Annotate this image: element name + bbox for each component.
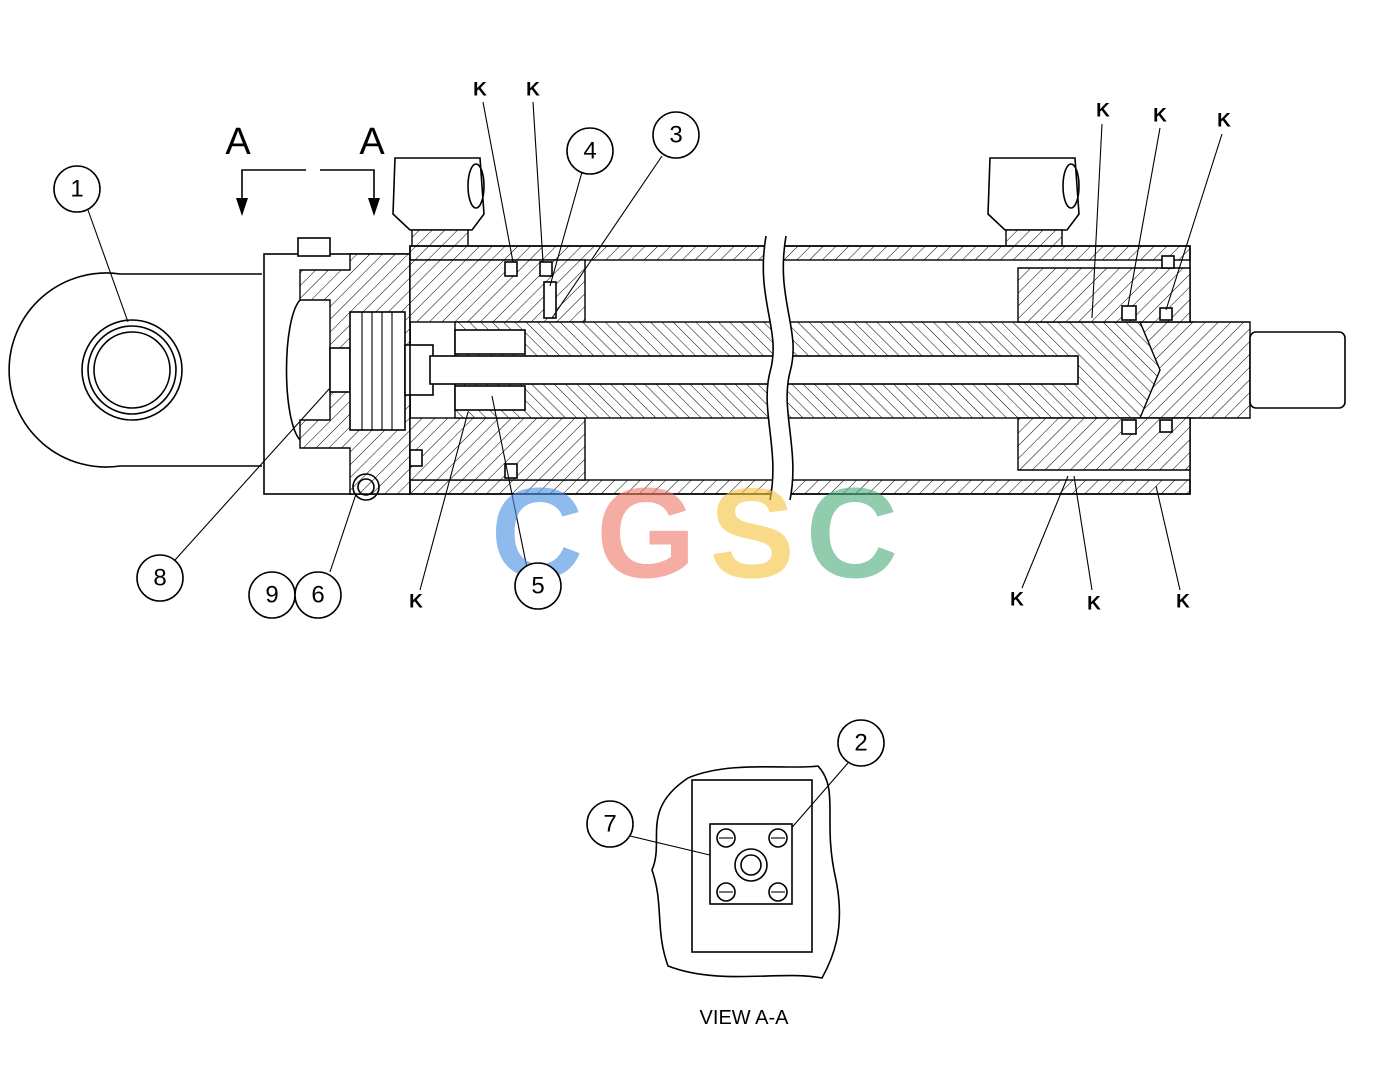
- watermark-letter: S: [709, 463, 794, 606]
- coupler-block: [709, 823, 793, 905]
- break-line-left: [762, 235, 774, 501]
- callout-6: 6: [294, 571, 342, 619]
- svg-text:6: 6: [311, 582, 324, 609]
- callout-9: 9: [248, 571, 296, 619]
- rod-gland: [1017, 255, 1191, 471]
- svg-text:5: 5: [531, 573, 544, 600]
- piston: [409, 259, 586, 481]
- view-caption: VIEW A-A: [700, 1007, 790, 1029]
- svg-text:2: 2: [854, 730, 867, 757]
- svg-text:9: 9: [265, 582, 278, 609]
- k-label: K: [1153, 106, 1167, 127]
- callout-1: 1: [53, 165, 101, 213]
- callout-4: 4: [566, 127, 614, 175]
- k-label: K: [1010, 590, 1024, 611]
- k-label: K: [409, 592, 423, 613]
- svg-text:7: 7: [603, 811, 616, 838]
- rod-eye-end: [8, 272, 262, 468]
- port-fitting-left: [392, 157, 485, 253]
- view-a-a-outline: [651, 765, 841, 979]
- watermark-letter: G: [596, 463, 696, 606]
- callout-3: 3: [652, 111, 700, 159]
- break-line-right: [782, 235, 794, 501]
- callout-8: 8: [136, 554, 184, 602]
- section-arrow-left: A: [225, 121, 306, 216]
- k-label: K: [473, 80, 487, 101]
- k-label: K: [1096, 101, 1110, 122]
- callout-7: 7: [586, 800, 634, 848]
- watermark-letter: C: [806, 463, 898, 606]
- port-fitting-right: [987, 157, 1080, 253]
- section-arrow-right: A: [320, 121, 385, 216]
- view-a-a: VIEW A-A: [651, 765, 841, 1029]
- section-mark-right: A: [359, 121, 385, 163]
- callout-5: 5: [514, 562, 562, 610]
- svg-text:4: 4: [583, 138, 596, 165]
- svg-text:1: 1: [70, 176, 83, 203]
- head-block: [263, 237, 434, 501]
- k-label: K: [526, 80, 540, 101]
- k-label: K: [1176, 592, 1190, 613]
- svg-text:8: 8: [153, 565, 166, 592]
- k-label: K: [1217, 111, 1231, 132]
- leader-lines: [87, 101, 1223, 857]
- k-label: K: [1087, 594, 1101, 615]
- piston-rod: [429, 321, 1346, 419]
- svg-text:3: 3: [669, 122, 682, 149]
- watermark: C G S C: [491, 463, 898, 606]
- callout-2: 2: [837, 719, 885, 767]
- section-mark-left: A: [225, 121, 251, 163]
- k-labels: K K K K K K K K K: [409, 80, 1231, 615]
